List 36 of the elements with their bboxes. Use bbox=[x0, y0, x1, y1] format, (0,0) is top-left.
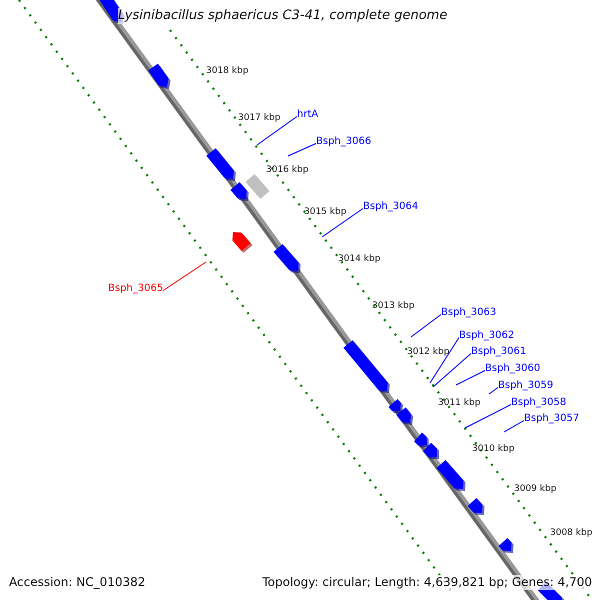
leader-line bbox=[504, 420, 524, 432]
gene-label: Bsph_3060 bbox=[485, 363, 540, 376]
leader-line bbox=[256, 116, 298, 146]
position-tick-label: 3011 kbp bbox=[438, 399, 480, 408]
map-title: Lysinibacillus sphaericus C3-41, complete genome bbox=[118, 8, 448, 24]
leader-line bbox=[464, 404, 512, 428]
gene-label: Bsph_3062 bbox=[459, 330, 514, 342]
leader-line bbox=[430, 337, 460, 384]
position-tick-label: 3014 kbp bbox=[338, 255, 380, 264]
gene-label: Bsph_3061 bbox=[471, 346, 526, 358]
leader-line bbox=[162, 262, 206, 291]
gene-label: Bsph_3066 bbox=[316, 136, 372, 148]
gene-label: Bsph_3063 bbox=[441, 307, 496, 320]
leader-line bbox=[322, 208, 364, 238]
position-tick-label: 3017 kbp bbox=[238, 114, 280, 123]
leader-line bbox=[488, 387, 498, 394]
gene-label: Bsph_3059 bbox=[498, 380, 554, 392]
position-tick-label: 3012 kbp bbox=[407, 348, 450, 357]
leader-line bbox=[456, 370, 486, 386]
accession-text: Accession: NC_010382 bbox=[9, 575, 146, 590]
position-tick-label: 3008 kbp bbox=[550, 529, 592, 538]
position-tick-label: 3016 kbp bbox=[266, 166, 308, 175]
gene-label: Bsph_3064 bbox=[363, 201, 418, 214]
position-tick-label: 3013 kbp bbox=[372, 302, 414, 311]
position-tick-label: 3010 kbp bbox=[472, 445, 514, 454]
position-tick-label: 3018 kbp bbox=[206, 67, 248, 76]
position-tick-label: 3009 kbp bbox=[514, 485, 556, 494]
gene-label: hrtA bbox=[297, 109, 318, 122]
leader-line bbox=[410, 314, 442, 338]
gene-label: Bsph_3065 bbox=[108, 283, 164, 296]
genome-summary-text: Topology: circular; Length: 4,639,821 bp; Genes: 4,700 bbox=[262, 575, 592, 590]
gene-label: Bsph_3058 bbox=[511, 397, 566, 410]
leader-line bbox=[432, 353, 472, 388]
leader-line bbox=[288, 143, 316, 156]
gene-label: Bsph_3057 bbox=[524, 413, 580, 426]
position-tick-label: 3015 kbp bbox=[304, 208, 346, 217]
